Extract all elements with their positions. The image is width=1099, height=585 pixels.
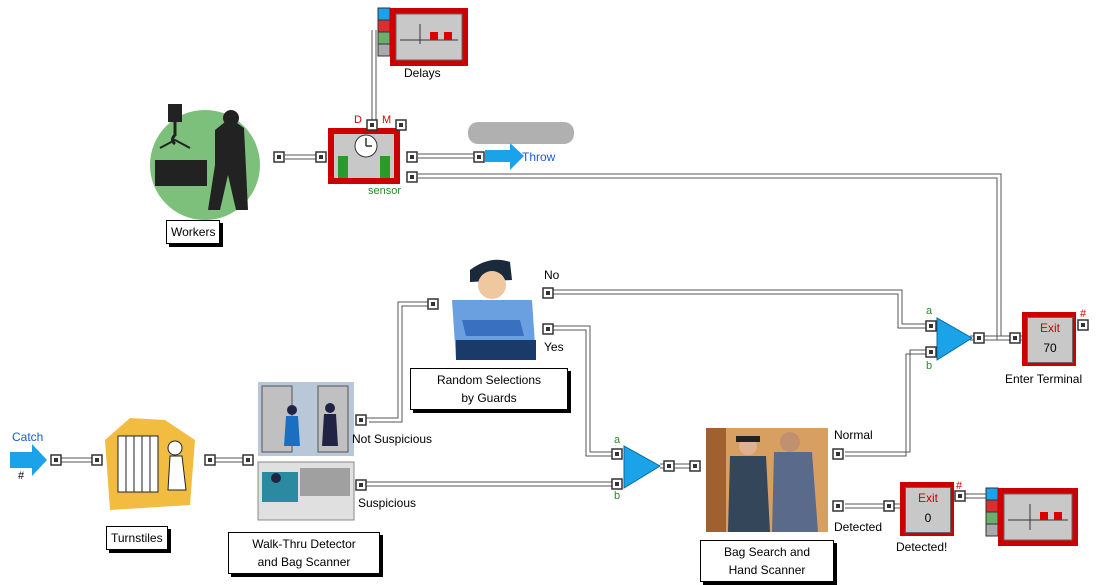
exit-terminal-hash: # (1080, 308, 1087, 320)
catch-arrow-icon[interactable] (10, 444, 47, 476)
bag-search-icon[interactable] (706, 428, 828, 532)
exit-detected-count: 0 (924, 511, 932, 525)
turnstile-icon[interactable] (105, 418, 195, 510)
no-label: No (544, 268, 560, 282)
select-item-icon[interactable] (623, 445, 661, 489)
port-label-d: D (354, 114, 362, 126)
exit-detected-block[interactable]: Exit 0 (900, 482, 954, 536)
exit-terminal-count: 70 (1043, 341, 1057, 355)
select-mid-port-a: a (614, 434, 621, 446)
exit-detected-title: Exit (917, 491, 938, 505)
select-mid-port-b: b (614, 490, 621, 502)
walkthru-label-line2: and Bag Scanner (257, 555, 351, 569)
throw-label: Throw (522, 150, 556, 164)
not-suspicious-label: Not Suspicious (352, 432, 433, 446)
detected-exit-label: Detected! (896, 540, 948, 554)
enter-terminal-label: Enter Terminal (1005, 372, 1083, 386)
yes-label: Yes (544, 340, 564, 354)
walkthru-label-box: Walk-Thru Detector and Bag Scanner (228, 532, 380, 574)
port-label-m: M (382, 114, 392, 126)
delays-label: Delays (404, 66, 441, 80)
select-right-port-b: b (926, 360, 933, 372)
suspicious-label: Suspicious (358, 496, 417, 510)
exit-detected-display: Exit 0 (905, 487, 951, 533)
bag-scanner-icon[interactable] (257, 461, 355, 521)
catch-hash-label: # (18, 470, 25, 482)
workers-label: Workers (171, 225, 216, 239)
bagsearch-label-line1: Bag Search and (723, 545, 811, 559)
turnstiles-label-box: Turnstiles (106, 526, 168, 550)
bagsearch-label-box: Bag Search and Hand Scanner (700, 540, 834, 582)
turnstiles-label: Turnstiles (111, 531, 163, 545)
bagsearch-label-line2: Hand Scanner (728, 563, 806, 577)
sensor-label: sensor (368, 185, 402, 197)
delays-plotter-icon[interactable] (377, 7, 468, 66)
walkthru-label-line1: Walk-Thru Detector (252, 537, 356, 551)
normal-label: Normal (834, 428, 873, 442)
random-label-line1: Random Selections (436, 373, 542, 387)
activity-clock-icon[interactable] (328, 128, 400, 184)
metal-detector-icon[interactable] (258, 382, 354, 456)
exit-detected-hash: # (956, 480, 963, 492)
detected-label: Detected (834, 520, 883, 534)
workers-label-box: Workers (166, 220, 221, 244)
exit-terminal-display: Exit 70 (1027, 317, 1073, 363)
throw-arrow-icon[interactable] (468, 122, 574, 170)
random-label-box: Random Selections by Guards (410, 368, 568, 410)
connectors (60, 30, 1022, 509)
exit-terminal-title: Exit (1039, 321, 1060, 335)
exit-terminal-block[interactable]: Exit 70 (1022, 312, 1076, 366)
select-right-port-a: a (926, 305, 933, 317)
detected-plotter-icon[interactable] (985, 487, 1078, 546)
catch-label: Catch (12, 430, 44, 444)
crane-worker-icon[interactable] (150, 104, 260, 220)
select-item-icon[interactable] (936, 317, 973, 361)
random-label-line2: by Guards (461, 391, 517, 405)
guard-icon[interactable] (452, 259, 536, 360)
